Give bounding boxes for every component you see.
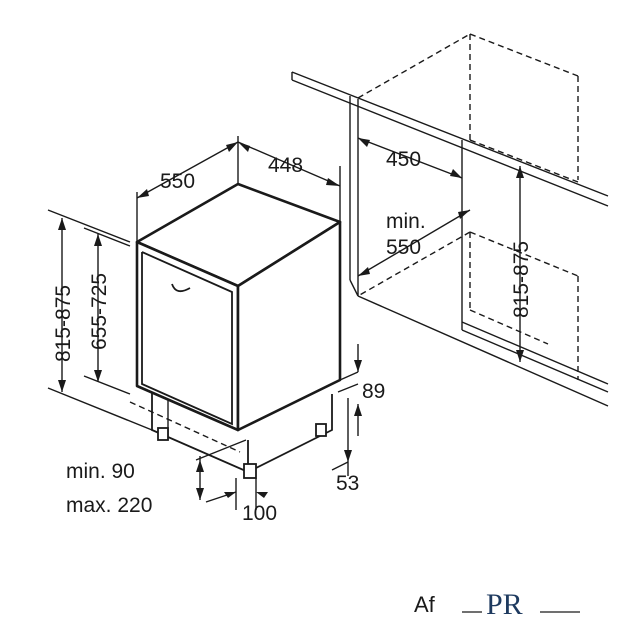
label-width-depth: 550 — [160, 170, 195, 193]
foot-right — [315, 423, 327, 437]
label-plinth-gap: 53 — [336, 472, 359, 495]
dishwasher-body — [129, 182, 342, 479]
label-plinth-min: min. 90 — [66, 460, 135, 483]
label-niche-depth-line1: min. — [386, 210, 426, 233]
niche-dashed-volume — [357, 33, 579, 380]
label-plinth-height: 89 — [362, 380, 385, 403]
label-plinth-depth: 100 — [242, 502, 277, 525]
label-door-height: 655-725 — [88, 273, 111, 350]
dimension-arrows — [58, 138, 524, 500]
footer-caption: Af — [414, 592, 436, 617]
label-width-front: 448 — [268, 154, 303, 177]
label-niche-depth-line2: 550 — [386, 236, 421, 259]
foot-left — [157, 427, 169, 441]
door-handle — [171, 283, 191, 293]
logo-text: PR — [486, 588, 523, 621]
label-niche-height: 815-875 — [510, 241, 533, 318]
niche-outline — [291, 71, 609, 407]
brand-logo-icon: PR — [462, 588, 580, 621]
label-niche-width: 450 — [386, 148, 421, 171]
label-total-height: 815-875 — [52, 285, 75, 362]
label-plinth-max: max. 220 — [66, 494, 152, 517]
foot-front — [243, 463, 257, 479]
